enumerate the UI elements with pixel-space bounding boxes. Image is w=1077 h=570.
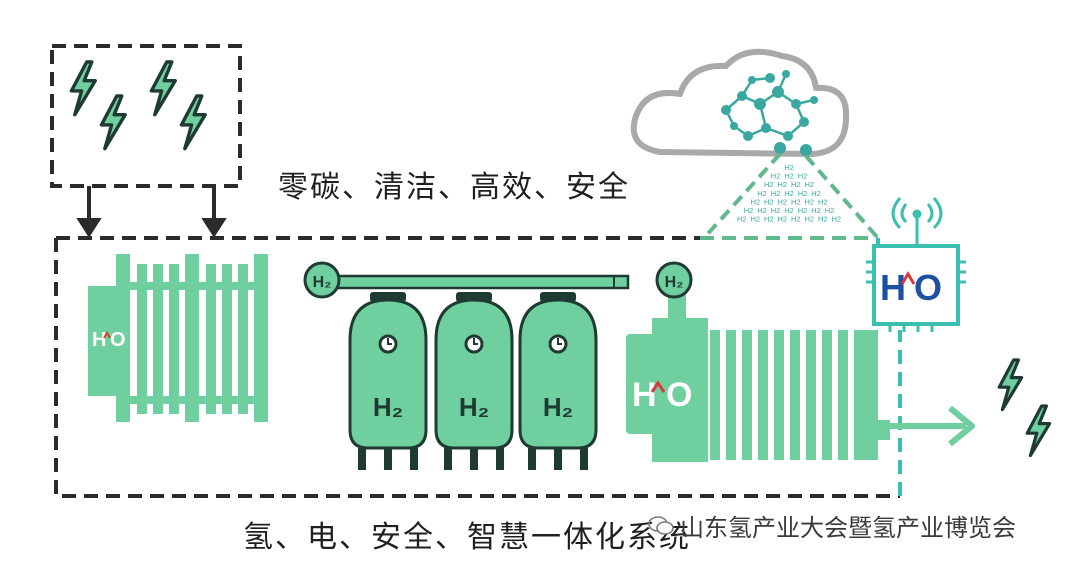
tank-label: H₂ [459, 392, 489, 422]
svg-text:H: H [632, 376, 657, 414]
pipe-badge-left: H₂ [303, 261, 341, 299]
power-source-box [50, 44, 242, 188]
cloud-icon [630, 48, 850, 157]
cloud-h2-label: H2 [764, 197, 774, 206]
svg-text:O: O [666, 376, 692, 414]
wechat-icon [648, 515, 674, 535]
cloud-h2-label: H2 [818, 197, 828, 206]
cloud-h2-label: H2 [764, 180, 774, 189]
antenna-icon [891, 197, 943, 246]
cloud-h2-label: H2 [764, 215, 774, 224]
svg-text:H: H [880, 267, 906, 308]
pipe-badge-right-label: H₂ [665, 274, 684, 291]
cloud-h2-label: H2 [784, 172, 794, 181]
tank: H₂ [348, 292, 428, 470]
tank: H₂ [434, 292, 514, 470]
cloud-h2-label: H2 [798, 172, 808, 181]
cloud-h2-label: H2 [798, 189, 808, 198]
cloud-h2-label: H2 [777, 197, 787, 206]
monitor-logo: H O [880, 267, 942, 308]
cloud-h2-label: H2 [777, 215, 787, 224]
pipe-badge-left-label: H₂ [313, 274, 332, 291]
svg-text:O: O [914, 267, 942, 308]
tank-label: H₂ [373, 392, 403, 422]
cloud-h2-label: H2 [750, 215, 760, 224]
cloud-h2-label: H2 [784, 163, 794, 172]
cloud-h2-label: H2 [811, 206, 821, 215]
cloud-h2-label: H2 [757, 189, 767, 198]
cloud-h2-label: H2 [771, 189, 781, 198]
cloud-h2-label: H2 [784, 206, 794, 215]
tank: H₂ [518, 292, 598, 470]
cloud-h2-label: H2 [750, 197, 760, 206]
arrow-right-icon [890, 405, 975, 447]
cloud-h2-label: H2 [791, 215, 801, 224]
system-label: 氢、电、安全、智慧一体化系统 [243, 520, 691, 555]
cloud-h2-label: H2 [811, 189, 821, 198]
svg-text:H: H [92, 329, 106, 351]
cloud-h2-label: H2 [784, 189, 794, 198]
cloud-h2-label: H2 [771, 172, 781, 181]
monitor-device: H O [866, 197, 966, 332]
cloud-h2-label: H2 [831, 215, 841, 224]
cloud-h2-label: H2 [744, 206, 754, 215]
cloud-h2-label: H2 [771, 206, 781, 215]
fuel-cell-stack [626, 318, 890, 462]
cloud-h2-label: H2 [818, 215, 828, 224]
tagline: 零碳、清洁、高效、安全 [278, 170, 630, 205]
cloud-h2-label: H2 [798, 206, 808, 215]
electrolyzer-logo: H O [90, 318, 130, 358]
cloud-h2-label: H2 [804, 180, 814, 189]
cloud-h2-label: H2 [757, 206, 767, 215]
cloud-h2-label: H2 [791, 180, 801, 189]
cloud-h2-label: H2 [737, 215, 747, 224]
arrow-down-icon [76, 186, 227, 238]
watermark: 山东氢产业大会暨氢产业博览会 [648, 508, 1016, 543]
cloud-h2-label: H2 [804, 197, 814, 206]
power-source [50, 44, 242, 238]
cloud-h2-label: H2 [791, 197, 801, 206]
cloud-h2-label: H2 [804, 215, 814, 224]
pipe-badge-right: H₂ [655, 261, 693, 299]
cloud-h2-label: H2 [777, 180, 787, 189]
svg-text:O: O [110, 329, 126, 351]
hydrogen-tanks: H₂ H₂ H₂ [348, 292, 598, 470]
tank-label: H₂ [543, 392, 573, 422]
fuel-cell-logo: H O [632, 376, 692, 414]
watermark-text: 山东氢产业大会暨氢产业博览会 [680, 514, 1016, 542]
cloud-h2-label: H2 [825, 206, 835, 215]
